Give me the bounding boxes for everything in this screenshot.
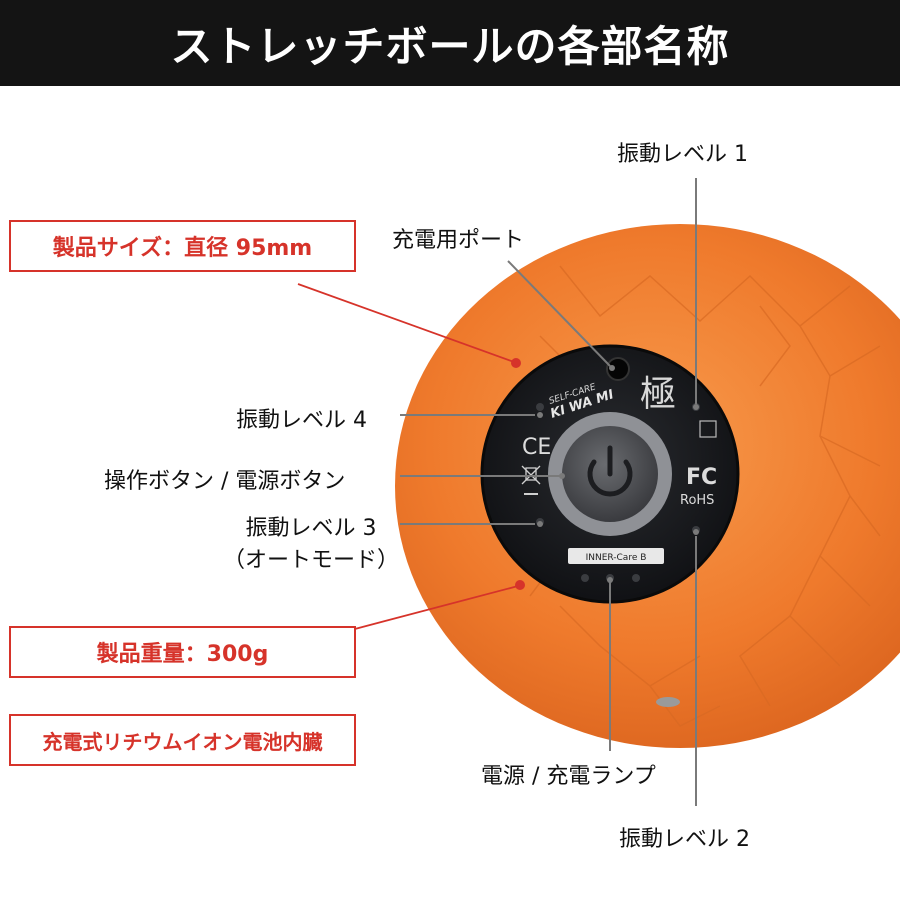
brand-kanji: 極: [640, 374, 676, 415]
ce-mark: CE: [522, 435, 551, 460]
model-text: INNER-Care B: [586, 553, 647, 563]
page-title: ストレッチボールの各部名称: [170, 21, 730, 71]
fc-mark: FC: [686, 465, 717, 490]
spec-battery: 充電式リチウムイオン電池内臓: [42, 729, 323, 754]
red-leader-dots: [511, 358, 525, 590]
label-vibration-level-3-sub: （オートモード）: [222, 548, 399, 573]
led-power-1: [581, 574, 589, 582]
product-illustration: INNER-Care B SELF-CARE KI WA MI 極 CE FC …: [297, 178, 900, 806]
model-plate: [568, 548, 664, 564]
spec-size-box: 製品サイズ：直径 95mm: [9, 220, 356, 272]
label-vibration-level-4: 振動レベル 4: [236, 408, 367, 433]
led-level4: [536, 403, 544, 411]
label-vibration-level-1: 振動レベル 1: [617, 142, 748, 167]
label-vibration-level-2: 振動レベル 2: [619, 827, 750, 852]
label-power-button: 操作ボタン / 電源ボタン: [104, 469, 346, 494]
spec-battery-box: 充電式リチウムイオン電池内臓: [9, 714, 356, 766]
label-vibration-level-3: 振動レベル 3 （オートモード）: [218, 510, 404, 574]
charge-port-hole: [606, 357, 630, 381]
ball-foot: [656, 697, 680, 707]
spec-weight: 製品重量：300g: [96, 642, 269, 667]
spec-size: 製品サイズ：直径 95mm: [52, 236, 313, 261]
power-icon: [587, 445, 633, 497]
spec-weight-box: 製品重量：300g: [9, 626, 356, 678]
leader-lines: [400, 178, 697, 806]
cert-icon: [699, 420, 717, 438]
leader-dots: [537, 365, 699, 583]
led-power-3: [632, 574, 640, 582]
label-vibration-level-3-main: 振動レベル 3: [245, 516, 377, 541]
diagram-stage: INNER-Care B SELF-CARE KI WA MI 極 CE FC …: [0, 86, 900, 900]
label-power-lamp: 電源 / 充電ランプ: [481, 764, 656, 789]
rohs-mark: RoHS: [680, 493, 714, 508]
label-charge-port: 充電用ポート: [392, 228, 525, 253]
page-title-banner: ストレッチボールの各部名称: [0, 0, 900, 86]
